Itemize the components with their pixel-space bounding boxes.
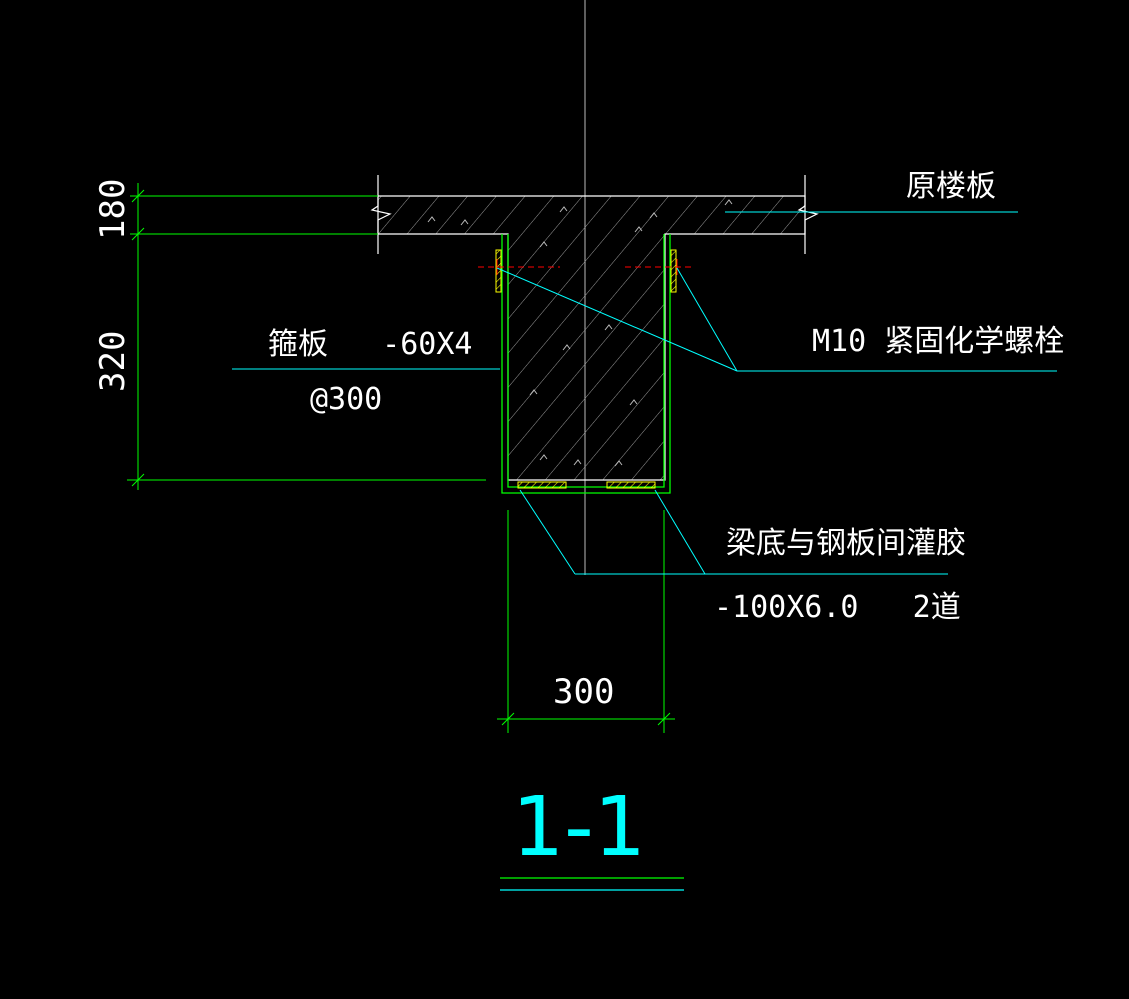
concrete-section [370, 175, 819, 481]
label-hoop-plate: 箍板 -60X4 [268, 327, 473, 362]
steel-hoop-plate [501, 234, 671, 494]
section-title: 1-1 [512, 780, 646, 875]
label-bolt: M10 紧固化学螺栓 [812, 324, 1064, 359]
dim-beam-width: 300 [553, 672, 614, 712]
dim-slab-thickness: 180 [93, 179, 133, 240]
leaders [232, 211, 1057, 575]
anchor-plate-left [495, 249, 502, 293]
bottom-plate-left [517, 481, 567, 489]
dimension-left [127, 183, 486, 490]
dimension-bottom [497, 510, 675, 733]
anchor-plate-right [670, 249, 677, 293]
break-line-left [370, 175, 392, 254]
label-original-slab: 原楼板 [906, 169, 996, 204]
label-glue: 梁底与钢板间灌胶 [726, 526, 966, 561]
dim-beam-depth: 320 [93, 331, 133, 392]
bottom-plate-right [606, 481, 656, 489]
label-hoop-spacing: @300 [310, 382, 382, 417]
label-bottom-plate: -100X6.0 2道 [714, 590, 961, 625]
